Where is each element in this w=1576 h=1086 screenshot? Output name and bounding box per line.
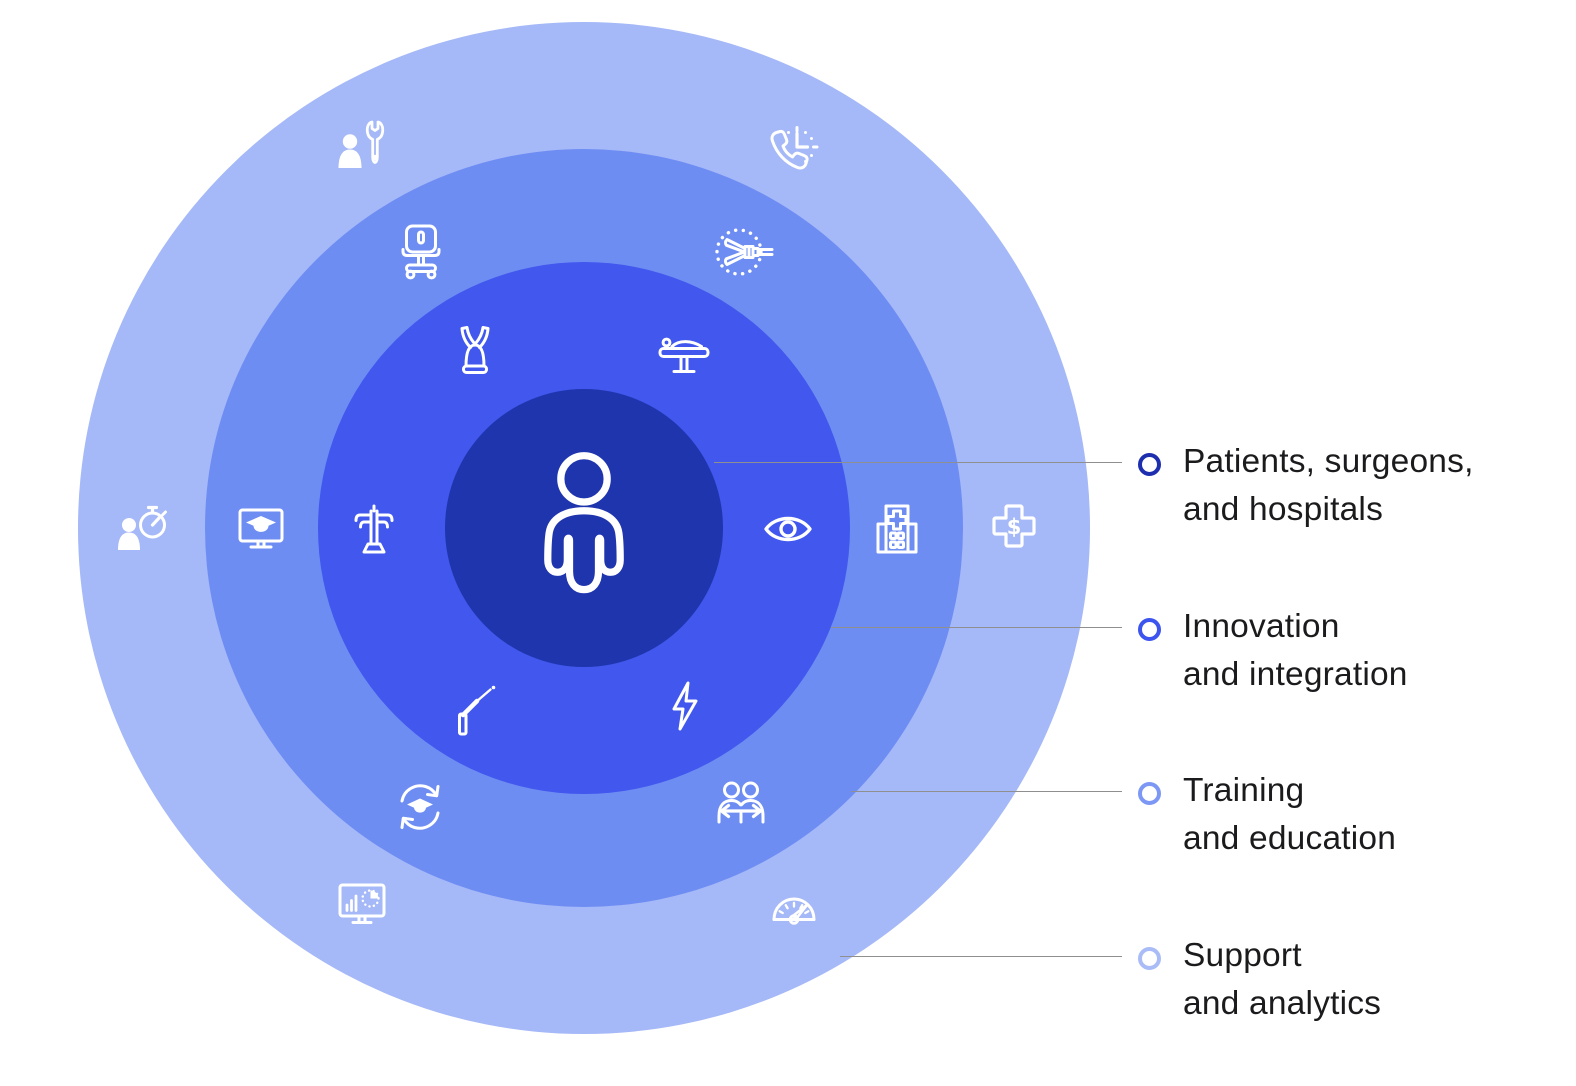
instrument-tip-icon <box>443 321 507 385</box>
legend-label-line: and education <box>1183 820 1397 857</box>
legend-label-support: Support and analytics <box>1183 932 1381 1028</box>
medical-cost-icon: $ <box>982 495 1046 559</box>
continuous-learning-icon <box>388 775 452 839</box>
robotic-arm-cart-icon <box>342 497 406 561</box>
legend-label-line: and integration <box>1183 656 1408 693</box>
legend-label-line: Training <box>1183 772 1305 809</box>
robotic-grasper-icon <box>711 218 779 286</box>
legend-label-innovation: Innovation and integration <box>1183 603 1408 699</box>
technician-wrench-icon <box>330 116 394 180</box>
legend-item-patients: Patients, surgeons, and hospitals <box>1138 438 1474 534</box>
ring-patients-center <box>445 389 723 667</box>
legend-bullet-support <box>1138 947 1161 970</box>
performance-gauge-icon <box>762 874 826 938</box>
legend-item-training: Training and education <box>1138 767 1396 863</box>
surgeon-console-icon <box>389 220 453 284</box>
leader-line-support <box>840 956 1122 957</box>
person-icon <box>523 447 645 615</box>
endoscope-arm-icon <box>446 676 510 740</box>
svg-text:$: $ <box>1007 515 1022 539</box>
training-monitor-icon <box>229 499 293 563</box>
legend-label-line: and analytics <box>1183 985 1382 1022</box>
legend-label-training: Training and education <box>1183 767 1396 863</box>
person-stopwatch-icon <box>110 496 174 560</box>
lightning-icon <box>653 675 717 739</box>
legend-label-line: Support <box>1183 937 1302 974</box>
peer-exchange-icon <box>709 775 773 839</box>
legend-bullet-training <box>1138 782 1161 805</box>
analytics-monitor-icon <box>330 874 394 938</box>
legend-label-patients: Patients, surgeons, and hospitals <box>1183 438 1474 534</box>
hospital-icon <box>865 498 929 562</box>
eye-icon <box>756 497 820 561</box>
leader-line-patients <box>714 462 1122 463</box>
legend-bullet-patients <box>1138 453 1161 476</box>
phone-support-icon <box>760 120 824 184</box>
leader-line-innovation <box>831 627 1122 628</box>
operating-table-icon <box>652 320 716 384</box>
legend-bullet-innovation <box>1138 618 1161 641</box>
legend-label-line: Patients, surgeons, <box>1183 443 1474 480</box>
legend-item-innovation: Innovation and integration <box>1138 603 1408 699</box>
legend-item-support: Support and analytics <box>1138 932 1381 1028</box>
leader-line-training <box>851 791 1122 792</box>
legend-label-line: and hospitals <box>1183 491 1384 528</box>
legend-label-line: Innovation <box>1183 608 1340 645</box>
